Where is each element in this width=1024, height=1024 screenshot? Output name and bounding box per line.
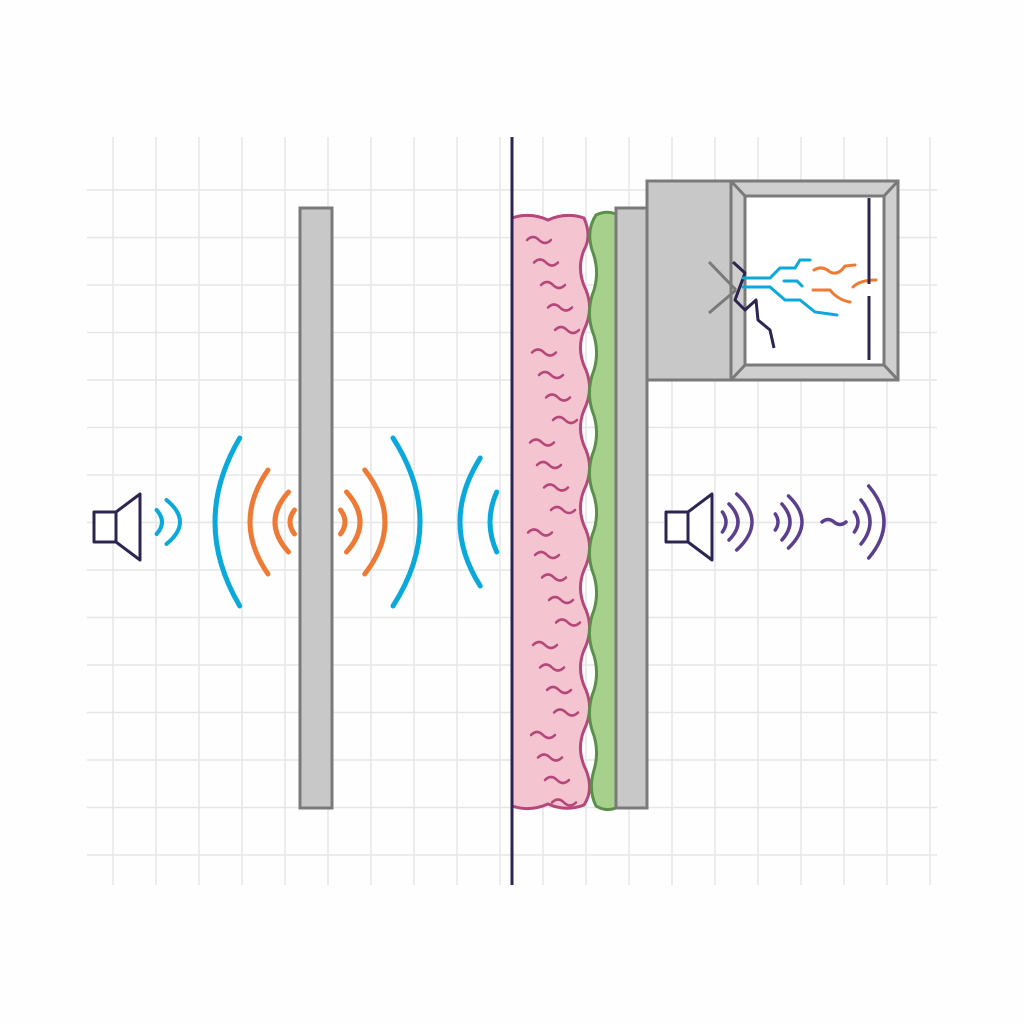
sound-wave-arc <box>154 508 164 536</box>
fiber-squiggle <box>549 505 577 515</box>
sound-wave-arc <box>457 455 483 589</box>
sound-wave-arc <box>786 494 804 550</box>
sound-wave-squiggle <box>820 517 848 527</box>
fiber-squiggle <box>540 573 568 582</box>
fiber-squiggle <box>551 415 579 425</box>
fiber-squiggle <box>533 550 561 560</box>
window-box <box>645 179 900 382</box>
sound-wave-arc <box>852 510 860 534</box>
sound-wave-arc <box>734 492 754 552</box>
sound-wave-arc <box>338 507 348 537</box>
fiber-squiggle <box>554 618 582 627</box>
sound-wave-arc <box>780 502 792 542</box>
fiber-squiggle <box>553 325 581 335</box>
leak-waves-orange <box>811 263 878 304</box>
fiber-squiggle <box>538 663 566 672</box>
sound-wave-arc <box>727 502 740 542</box>
sound-wave-arc <box>164 498 182 546</box>
fiber-squiggle <box>550 798 578 807</box>
membrane-layer <box>587 210 618 812</box>
fiber-squiggle <box>546 303 574 312</box>
fiber-squiggle <box>544 393 572 402</box>
sound-wave-arc <box>773 512 780 532</box>
fiber-squiggle <box>532 258 560 267</box>
fiber-squiggle <box>542 483 570 492</box>
sound-wave-arc <box>859 498 872 546</box>
fiber-squiggle <box>539 280 567 290</box>
sound-wave-arc <box>272 489 291 555</box>
speaker-icon <box>664 492 714 562</box>
sound-wave-arc <box>866 484 886 560</box>
sound-wave-arc <box>720 510 728 534</box>
fiber-squiggle <box>547 595 575 605</box>
fiber-squiggle <box>530 348 558 357</box>
sound-wave-arc <box>487 489 500 555</box>
fiber-squiggle <box>525 235 553 245</box>
fiber-squiggle <box>529 730 557 740</box>
fiber-squiggle <box>536 753 564 762</box>
fiber-squiggle <box>543 775 571 785</box>
sound-wave-arc <box>362 467 388 577</box>
fiber-squiggle <box>531 640 559 650</box>
fiber-squiggle <box>535 460 563 470</box>
sound-waves <box>154 435 886 609</box>
fiber-squiggle <box>545 685 573 695</box>
sound-wave-arc <box>287 507 297 537</box>
sound-wave-arc <box>212 435 243 609</box>
fiber-squiggle <box>528 438 556 447</box>
fiber-squiggle <box>537 370 565 380</box>
fiber-squiggle <box>526 528 554 537</box>
insulation-layer <box>510 213 591 811</box>
sound-wave-arc <box>247 467 271 577</box>
fiber-squiggle <box>552 708 580 717</box>
insulation-fibers <box>525 235 582 807</box>
rigid-panel <box>298 206 334 810</box>
sound-wave-arc <box>390 435 423 609</box>
leak-waves-blue <box>741 258 839 317</box>
sound-wave-arc <box>344 489 363 555</box>
backing-panel <box>614 206 649 810</box>
speaker-icon <box>92 492 142 562</box>
